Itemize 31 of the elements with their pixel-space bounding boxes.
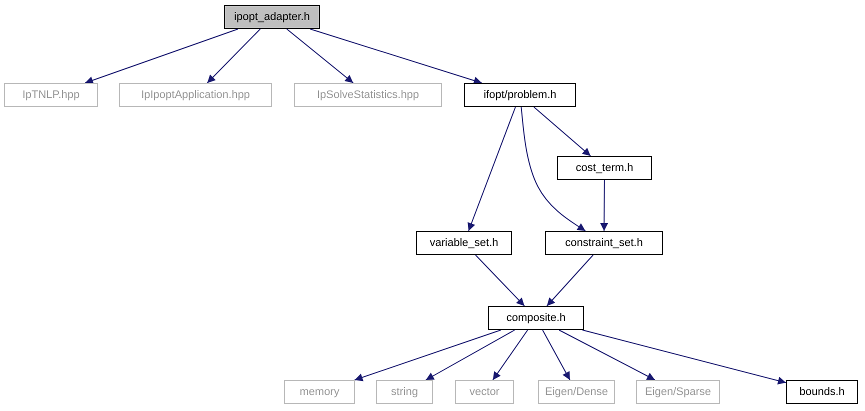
arrow <box>468 106 516 232</box>
file-box: constraint_set.h <box>545 231 663 255</box>
file-box: string <box>376 380 433 404</box>
arrow <box>84 28 238 84</box>
arrow <box>206 28 261 84</box>
file-box: Eigen/Dense <box>538 380 615 404</box>
file-box: cost_term.h <box>557 156 652 180</box>
arrow <box>425 330 516 380</box>
arrow <box>558 330 656 380</box>
file-box: Eigen/Sparse <box>636 380 720 404</box>
arrow <box>533 106 592 156</box>
arrow <box>492 330 528 380</box>
arrow <box>520 106 586 232</box>
arrow <box>354 330 502 382</box>
file-box: variable_set.h <box>416 231 512 255</box>
file-box: IpIpoptApplication.hpp <box>119 83 272 107</box>
arrow <box>582 330 786 385</box>
file-box: bounds.h <box>786 380 858 404</box>
file-box: composite.h <box>488 306 584 330</box>
arrow <box>310 28 482 84</box>
file-box: memory <box>284 380 355 404</box>
arrow <box>546 254 594 306</box>
arrow <box>542 330 570 380</box>
file-box: vector <box>455 380 514 404</box>
file-box: IpTNLP.hpp <box>4 83 98 107</box>
arrow <box>286 28 354 84</box>
file-box: ipopt_adapter.h <box>224 5 320 29</box>
file-box: IpSolveStatistics.hpp <box>294 83 442 107</box>
arrow <box>475 254 525 306</box>
file-box: ifopt/problem.h <box>464 83 576 107</box>
arrow <box>600 180 608 232</box>
